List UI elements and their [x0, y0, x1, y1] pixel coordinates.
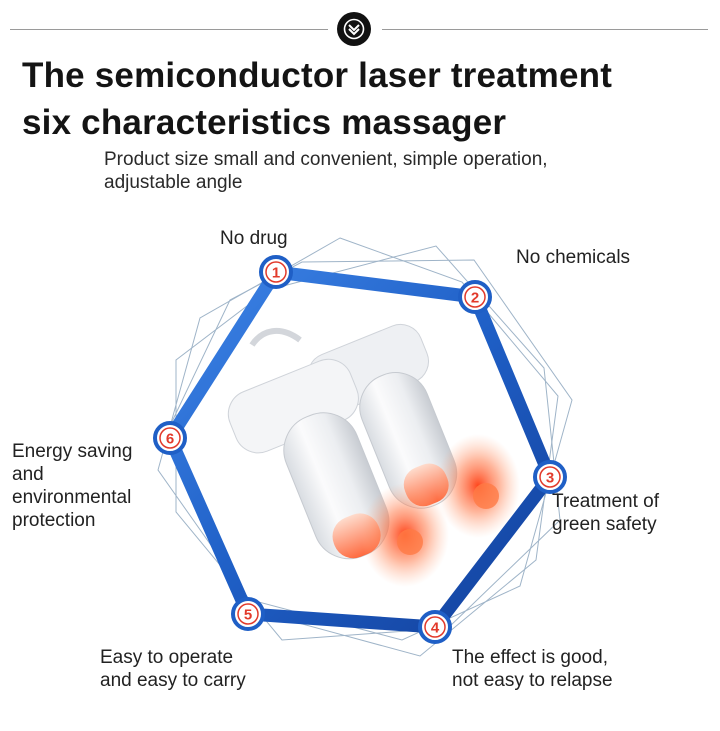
marker-number: 3: [546, 470, 554, 487]
marker-1: 1: [259, 255, 293, 289]
background-hexagons: [157, 237, 573, 657]
feature-label-5: Easy to operate and easy to carry: [100, 646, 246, 692]
feature-text: Easy to operate: [100, 647, 234, 668]
title-line-2: six characteristics massager: [22, 103, 507, 142]
feature-text: Treatment of: [552, 491, 660, 512]
subtitle: Product size small and convenient, simpl…: [104, 148, 548, 194]
feature-text: environmental: [12, 487, 132, 508]
header-rule-right: [382, 29, 708, 30]
subtitle-line-2: adjustable angle: [104, 172, 243, 193]
feature-text: and: [12, 464, 44, 485]
chevron-down-icon: [337, 12, 371, 46]
feature-text: not easy to relapse: [452, 670, 613, 691]
feature-text: The effect is good,: [452, 647, 608, 668]
marker-number: 2: [471, 290, 479, 307]
marker-2: 2: [458, 280, 492, 314]
marker-3: 3: [533, 460, 567, 494]
laser-massager-illustration: [227, 323, 520, 587]
marker-6: 6: [153, 421, 187, 455]
feature-label-6: Energy saving and environmental protecti…: [12, 440, 132, 532]
feature-text: green safety: [552, 514, 657, 535]
feature-text: Energy saving: [12, 441, 133, 462]
feature-text: and easy to carry: [100, 670, 246, 691]
feature-text: No chemicals: [516, 247, 631, 268]
marker-number: 4: [431, 620, 440, 637]
feature-label-4: The effect is good, not easy to relapse: [452, 646, 613, 692]
header-rule-left: [10, 29, 328, 30]
feature-label-1: No drug: [220, 227, 288, 250]
marker-number: 1: [272, 265, 280, 282]
marker-number: 5: [244, 607, 252, 624]
page-title: The semiconductor laser treatment six ch…: [22, 52, 612, 146]
subtitle-line-1: Product size small and convenient, simpl…: [104, 149, 548, 170]
marker-4: 4: [418, 610, 452, 644]
feature-label-2: No chemicals: [516, 246, 630, 269]
marker-5: 5: [231, 597, 265, 631]
feature-text: protection: [12, 510, 96, 531]
marker-number: 6: [166, 431, 174, 448]
feature-label-3: Treatment of green safety: [552, 490, 659, 536]
title-line-1: The semiconductor laser treatment: [22, 56, 613, 95]
feature-text: No drug: [220, 228, 288, 249]
